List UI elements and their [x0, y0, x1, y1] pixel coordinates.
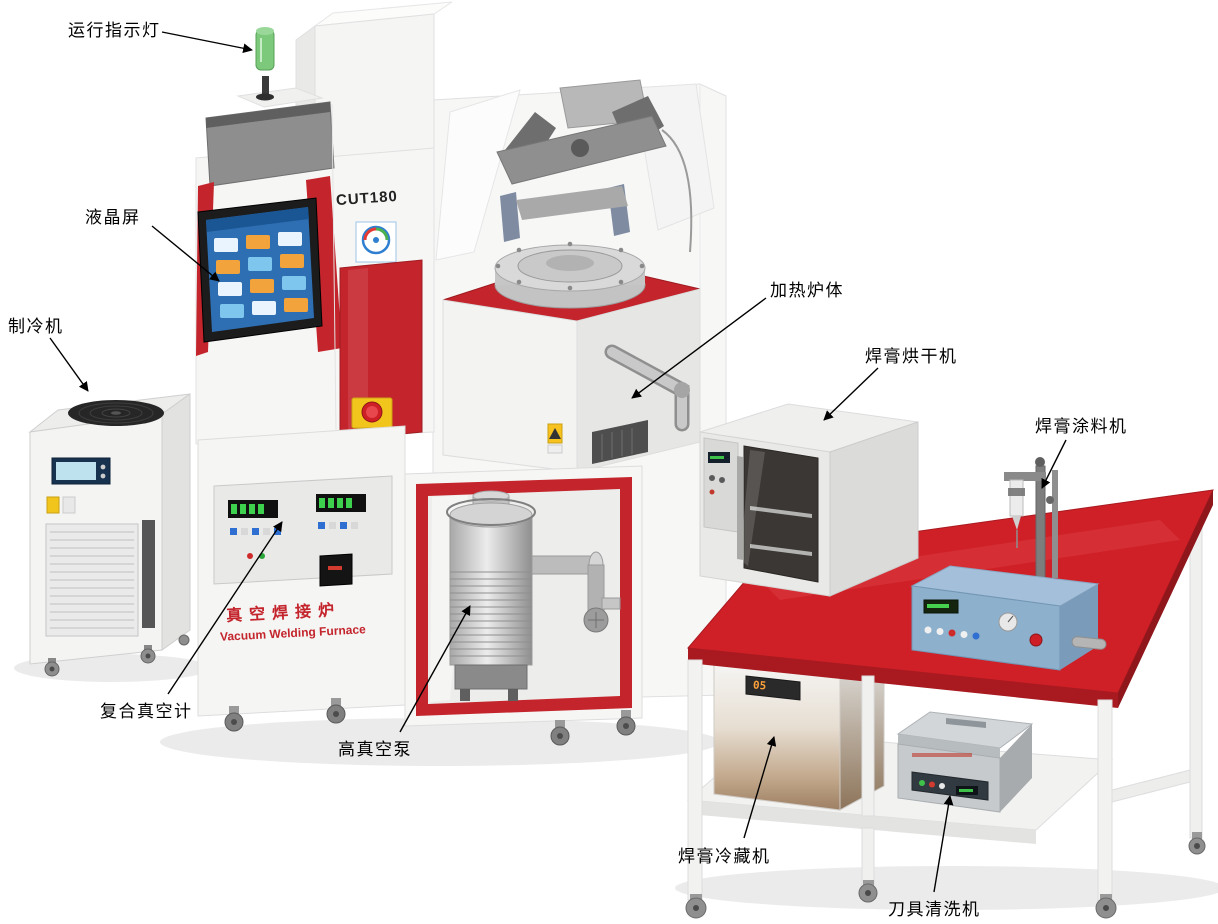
table-casters	[685, 832, 1206, 919]
emergency-stop-button	[351, 397, 393, 429]
paste-dryer-oven	[699, 403, 919, 597]
lower-cabinet	[197, 425, 406, 732]
small-display-window	[319, 553, 353, 587]
fridge-display-value: 05	[752, 678, 767, 693]
label-lcd-screen: 液晶屏	[85, 208, 141, 227]
label-paste-dryer: 焊膏烘干机	[865, 347, 958, 366]
machine-casters	[224, 698, 346, 732]
oven-door-window	[740, 445, 819, 583]
oven-control-strip	[703, 437, 739, 533]
label-paste-fridge: 焊膏冷藏机	[678, 847, 771, 866]
vacuum-flange	[494, 241, 646, 309]
chiller-louver-grille	[45, 523, 139, 637]
brand-logo-icon	[355, 221, 397, 263]
ultrasonic-cleaner-unit	[896, 711, 1034, 813]
label-heating-furnace: 加热炉体	[770, 281, 844, 300]
running-indicator-light	[255, 27, 275, 101]
vacuum-pump-chamber	[404, 465, 643, 746]
lcd-touchscreen	[197, 197, 323, 343]
fridge-temperature-display	[745, 675, 801, 701]
gantry-bracket	[496, 79, 693, 253]
label-tool-cleaner: 刀具清洗机	[888, 900, 981, 919]
high-vacuum-pump	[446, 490, 621, 701]
label-paste-coater: 焊膏涂料机	[1035, 417, 1128, 436]
label-vacuum-gauge: 复合真空计	[100, 702, 193, 721]
vacuum-gauge-panel	[213, 475, 393, 585]
welding-machine-tower	[195, 1, 453, 445]
label-vacuum-pump: 高真空泵	[338, 740, 412, 759]
cleaner-control-panel	[911, 771, 989, 801]
paste-coater-unit	[910, 457, 1107, 671]
pump-chamber-casters	[550, 710, 636, 746]
label-running-indicator: 运行指示灯	[68, 21, 161, 40]
chiller-fan-icon	[68, 400, 164, 426]
coater-control-panel	[923, 599, 1043, 647]
warning-sticker-icon	[547, 423, 563, 454]
chiller-unit	[28, 393, 191, 677]
label-chiller: 制冷机	[8, 317, 64, 336]
chiller-display	[51, 457, 111, 485]
